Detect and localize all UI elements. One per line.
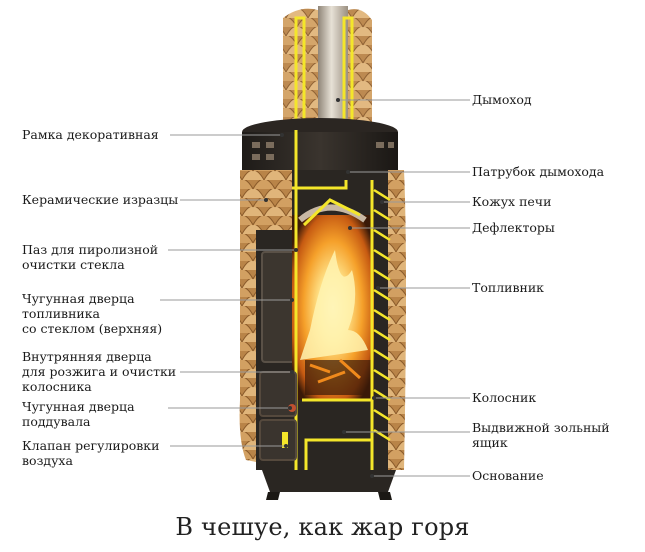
label-line: Внутрянняя дверца bbox=[22, 349, 152, 364]
label-base: Основание bbox=[472, 468, 544, 483]
label-casing: Кожух печи bbox=[472, 194, 551, 209]
label-firebox: Топливник bbox=[472, 280, 544, 295]
label-line: колосника bbox=[22, 379, 92, 394]
decorative-frame bbox=[242, 132, 398, 170]
label-ash-drawer: Выдвижной зольный ящик bbox=[472, 420, 610, 450]
label-frame: Рамка декоративная bbox=[22, 127, 159, 142]
label-line: Рамка декоративная bbox=[22, 127, 159, 142]
label-line: Дымоход bbox=[472, 92, 532, 107]
label-line: Клапан регулировки bbox=[22, 438, 160, 453]
label-chimney: Дымоход bbox=[472, 92, 532, 107]
leader-dots bbox=[264, 98, 384, 478]
stove-base bbox=[262, 470, 396, 492]
label-line: Топливник bbox=[472, 280, 544, 295]
label-air-valve: Клапан регулировки воздуха bbox=[22, 438, 159, 468]
label-line: Патрубок дымохода bbox=[472, 164, 605, 179]
label-line: Основание bbox=[472, 468, 544, 483]
label-deflectors: Дефлекторы bbox=[472, 220, 555, 235]
label-line: поддувала bbox=[22, 414, 91, 429]
casing-ribs bbox=[373, 188, 391, 442]
label-line: Чугунная дверца bbox=[22, 399, 135, 414]
label-line: со стеклом (верхняя) bbox=[22, 321, 163, 336]
label-line: воздуха bbox=[22, 453, 73, 468]
label-line: Колосник bbox=[472, 390, 537, 405]
frame-vents bbox=[252, 142, 394, 160]
firebox-cutaway bbox=[292, 204, 374, 400]
label-chimney-pipe: Патрубок дымохода bbox=[472, 164, 604, 179]
label-tiles: Керамические изразцы bbox=[22, 192, 178, 207]
label-pyrolysis-groove: Паз для пиролизной очистки стекла bbox=[22, 242, 158, 272]
right-tile-column bbox=[384, 170, 406, 470]
ash-door-shape bbox=[259, 419, 297, 461]
label-grate: Колосник bbox=[472, 390, 536, 405]
upper-door-frame bbox=[261, 251, 297, 363]
label-line: Выдвижной зольный bbox=[472, 420, 610, 435]
label-line: Дефлекторы bbox=[472, 220, 555, 235]
caption: В чешуе, как жар горя bbox=[175, 513, 470, 541]
label-line: ящик bbox=[472, 435, 508, 450]
label-line: топливника bbox=[22, 306, 101, 321]
label-line: Чугунная дверца bbox=[22, 291, 135, 306]
label-inner-door: Внутрянняя дверца для розжига и очистки … bbox=[22, 349, 176, 394]
label-line: Кожух печи bbox=[472, 194, 552, 209]
label-line: Керамические изразцы bbox=[22, 192, 179, 207]
label-ash-door: Чугунная дверца поддувала bbox=[22, 399, 135, 429]
leader-lines bbox=[160, 99, 470, 477]
air-valve-shape bbox=[282, 432, 288, 448]
label-line: Паз для пиролизной bbox=[22, 242, 159, 257]
label-line: для розжига и очистки bbox=[22, 364, 177, 379]
label-line: очистки стекла bbox=[22, 257, 125, 272]
label-upper-door: Чугунная дверца топливника со стеклом (в… bbox=[22, 291, 162, 336]
